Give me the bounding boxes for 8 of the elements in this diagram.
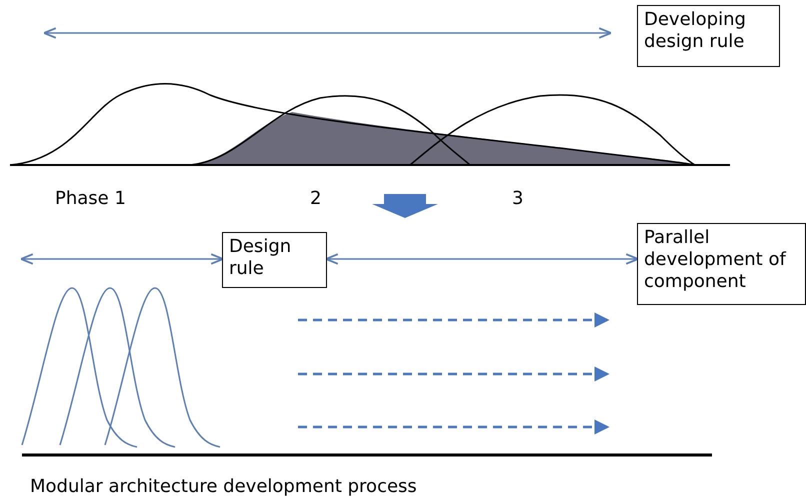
double-arrow <box>20 253 224 265</box>
phase-label: Phase 1 <box>55 188 126 209</box>
text-box: Design rule <box>222 232 327 288</box>
phase-number: 3 <box>512 188 524 209</box>
caption: Modular architecture development process <box>30 476 417 497</box>
text-box: Developing design rule <box>637 5 780 67</box>
phase-number: 2 <box>310 188 322 209</box>
text-box: Parallel development of component <box>637 223 806 305</box>
